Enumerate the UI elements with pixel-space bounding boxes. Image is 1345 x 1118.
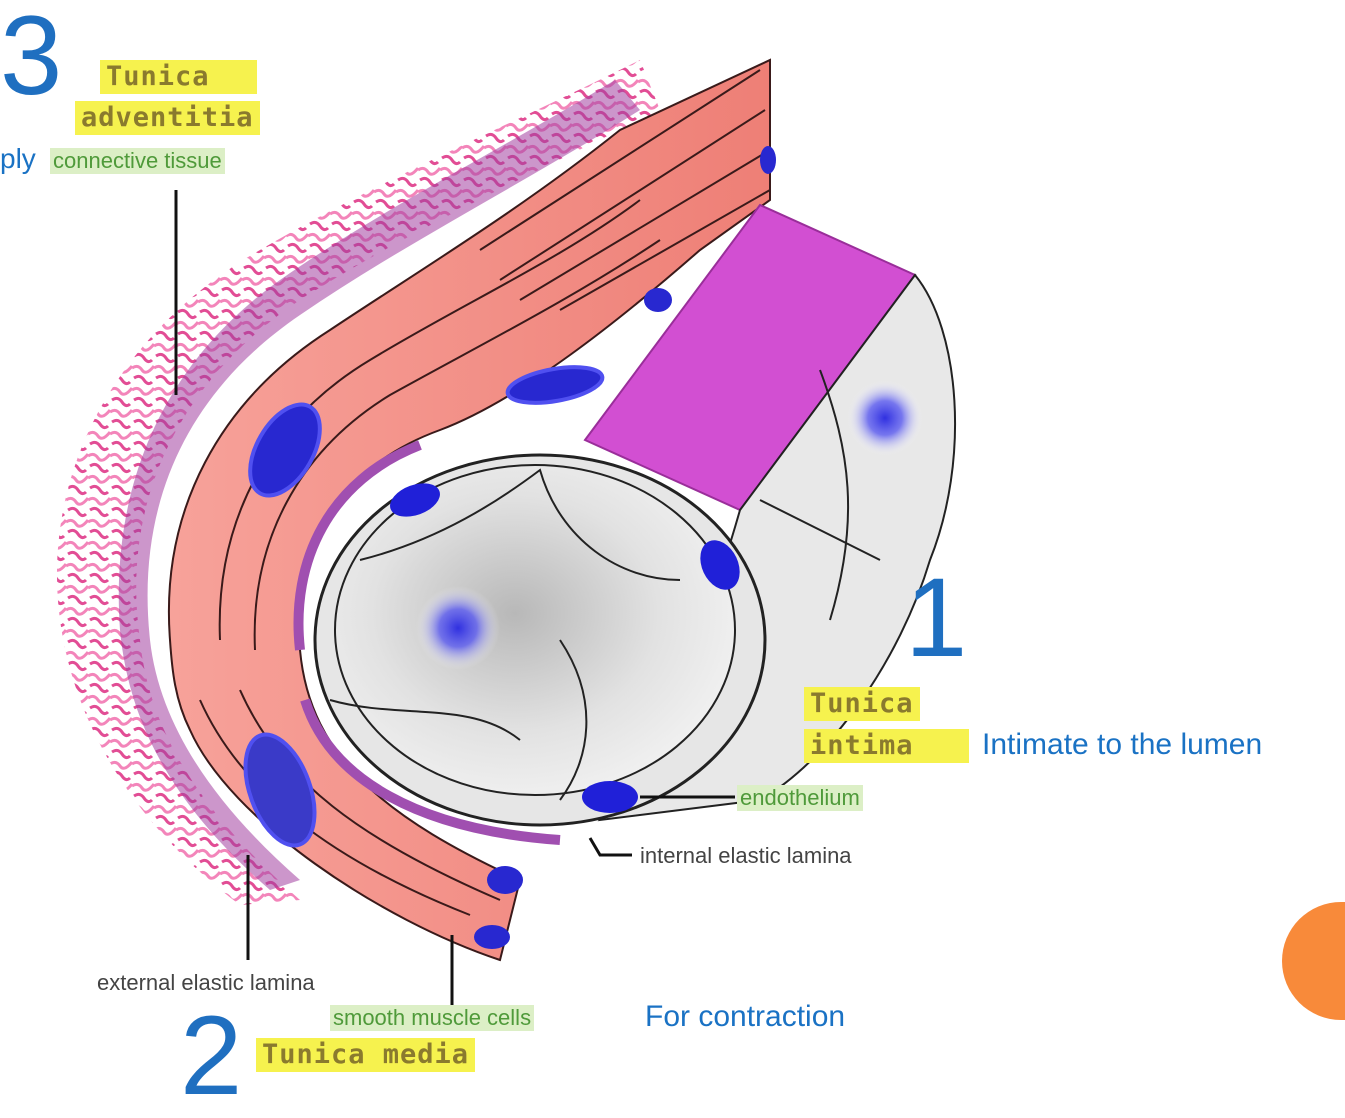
internal-elastic-lamina-label: internal elastic lamina [640,843,852,869]
external-elastic-lamina-label: external elastic lamina [97,970,315,996]
tunica-intima-label-line2: intima [804,729,969,763]
intimate-note: Intimate to the lumen [982,728,1262,762]
internal-lamina-leader [590,838,632,855]
smooth-muscle-cells-label: smooth muscle cells [330,1005,534,1031]
left-partial-word: ply [0,142,36,176]
tunica-adventitia-label-line2: adventitia [75,101,260,135]
endothelium-label: endothelium [737,785,863,811]
tunica-media-label: Tunica media [256,1038,475,1072]
connective-tissue-label: connective tissue [50,148,225,174]
layer-number-3: 3 [0,0,62,112]
tunica-intima-label-line1: Tunica [804,687,920,721]
tunica-adventitia-label-line1: Tunica [100,60,257,94]
layer-number-2: 2 [180,1000,242,1112]
contraction-note: For contraction [645,1000,845,1034]
layer-number-1: 1 [905,562,967,674]
